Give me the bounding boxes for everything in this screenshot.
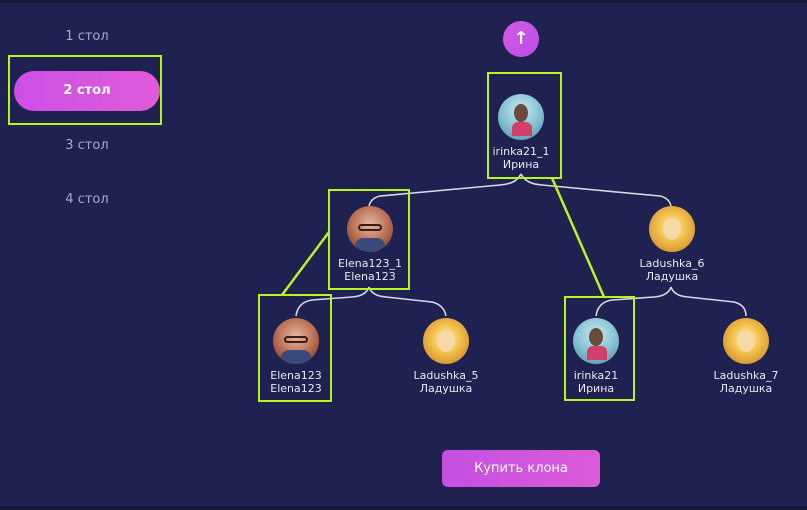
connector-left-leftchild [295, 286, 370, 317]
connector-root-left [368, 173, 522, 207]
avatar [347, 206, 393, 252]
table-tab-3[interactable]: 3 стол [65, 138, 109, 153]
window-bottom-border [0, 506, 807, 510]
highlight-frame-left-left [258, 294, 332, 402]
tree-node-left[interactable]: Elena123_1 Elena123 [310, 206, 430, 283]
node-username: Ladushka_7 [713, 369, 779, 382]
highlight-frame-root [487, 72, 562, 179]
table-tab-4[interactable]: 4 стол [65, 192, 109, 207]
node-name: Ладушка [719, 382, 773, 395]
node-username: Ladushka_5 [413, 369, 479, 382]
highlight-frame-right-left [564, 296, 635, 401]
node-name: Elena123 [344, 270, 396, 283]
node-name: Elena123 [270, 382, 322, 395]
node-username: irinka21 [573, 369, 619, 382]
tree-node-left-left[interactable]: Elena123 Elena123 [236, 318, 356, 395]
highlight-links [280, 177, 606, 298]
node-username: Elena123 [270, 369, 322, 382]
highlight-link-right [550, 177, 606, 298]
connector-root-right [520, 173, 672, 207]
avatar [498, 94, 544, 140]
connector-right-rightchild [670, 286, 747, 317]
window-top-border [0, 0, 807, 3]
node-username: irinka21_1 [492, 145, 550, 158]
avatar [573, 318, 619, 364]
tree-node-left-right[interactable]: Ladushka_5 Ладушка [386, 318, 506, 395]
table-tab-1[interactable]: 1 стол [65, 29, 109, 44]
arrow-up-button[interactable]: ↑ [503, 21, 539, 57]
connector-left-rightchild [368, 286, 447, 317]
tree-node-right[interactable]: Ladushka_6 Ладушка [612, 206, 732, 283]
tree-node-root[interactable]: irinka21_1 Ирина [461, 94, 581, 171]
node-name: Ладушка [419, 382, 473, 395]
buy-clone-button[interactable]: Купить клона [442, 450, 600, 487]
node-username: Ladushka_6 [639, 257, 705, 270]
node-name: Ирина [577, 382, 615, 395]
node-username: Elena123_1 [338, 257, 402, 270]
tree-node-right-left[interactable]: irinka21 Ирина [536, 318, 656, 395]
highlight-link-left [280, 231, 331, 296]
avatar [273, 318, 319, 364]
table-tab-2[interactable]: 2 стол [14, 71, 160, 111]
avatar [723, 318, 769, 364]
avatar [649, 206, 695, 252]
arrow-up-icon: ↑ [513, 28, 529, 49]
highlight-frame-table-2 [8, 55, 162, 125]
highlight-frame-left [328, 189, 410, 290]
node-name: Ладушка [645, 270, 699, 283]
tree-node-right-right[interactable]: Ladushka_7 Ладушка [686, 318, 806, 395]
avatar [423, 318, 469, 364]
node-name: Ирина [502, 158, 540, 171]
